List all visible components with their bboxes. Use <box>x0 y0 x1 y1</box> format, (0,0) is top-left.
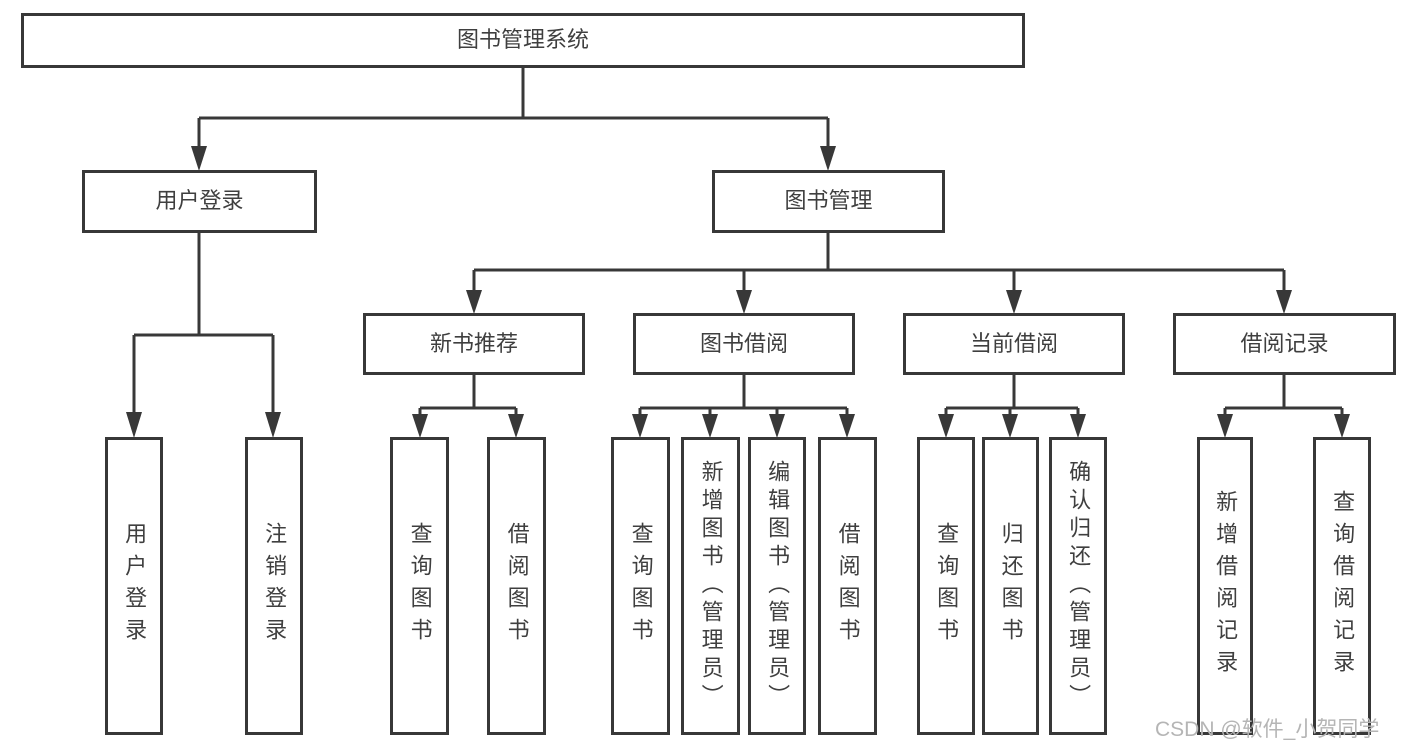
node-leaf-query-borrow-record: 查询借阅记录 <box>1313 437 1371 735</box>
arrowhead-icon <box>1070 414 1086 438</box>
arrowhead-icon <box>191 146 207 171</box>
node-label: 归还图书 <box>998 522 1024 650</box>
node-label: 注销登录 <box>262 522 288 650</box>
arrowhead-icon <box>820 146 836 171</box>
connector-root-to-level2 <box>191 68 836 171</box>
node-leaf-return-book: 归还图书 <box>982 437 1039 735</box>
arrowhead-icon <box>938 414 954 438</box>
arrowhead-icon <box>412 414 428 438</box>
arrowhead-icon <box>736 290 752 314</box>
node-book-borrow: 图书借阅 <box>633 313 855 375</box>
connector-newbook-to-leaves <box>412 375 524 438</box>
node-borrow-record: 借阅记录 <box>1173 313 1396 375</box>
arrowhead-icon <box>1002 414 1018 438</box>
csdn-watermark: CSDN @软件_小贺同学 <box>1155 718 1380 741</box>
node-leaf-borrow-book-1: 借阅图书 <box>487 437 546 735</box>
connector-borrowrecord-to-leaves <box>1217 375 1350 438</box>
node-label: 编辑图书（管理员） <box>765 460 791 712</box>
node-leaf-confirm-return-admin: 确认归还（管理员） <box>1049 437 1107 735</box>
node-leaf-borrow-book-2: 借阅图书 <box>818 437 877 735</box>
node-user-login-group: 用户登录 <box>82 170 317 233</box>
arrowhead-icon <box>1334 414 1350 438</box>
node-label: 借阅图书 <box>504 522 530 650</box>
arrowhead-icon <box>632 414 648 438</box>
arrowhead-icon <box>265 412 281 438</box>
node-leaf-query-book-3: 查询图书 <box>917 437 975 735</box>
node-leaf-user-login: 用户登录 <box>105 437 163 735</box>
arrowhead-icon <box>1217 414 1233 438</box>
node-book-management-group: 图书管理 <box>712 170 945 233</box>
node-label: 查询图书 <box>934 522 960 650</box>
node-label: 新增借阅记录 <box>1213 490 1239 682</box>
node-leaf-add-borrow-record: 新增借阅记录 <box>1197 437 1253 735</box>
node-root: 图书管理系统 <box>21 13 1025 68</box>
connector-bookmgmt-to-groups <box>466 233 1292 314</box>
arrowhead-icon <box>839 414 855 438</box>
connector-userlogin-to-leaves <box>126 233 281 438</box>
node-new-book-recommend: 新书推荐 <box>363 313 585 375</box>
node-leaf-edit-book-admin: 编辑图书（管理员） <box>748 437 806 735</box>
arrowhead-icon <box>1276 290 1292 314</box>
node-leaf-query-book-1: 查询图书 <box>390 437 449 735</box>
node-label: 查询图书 <box>628 522 654 650</box>
arrowhead-icon <box>1006 290 1022 314</box>
node-label: 借阅图书 <box>835 522 861 650</box>
node-label: 查询借阅记录 <box>1330 490 1356 682</box>
node-label: 查询图书 <box>407 522 433 650</box>
node-leaf-logout: 注销登录 <box>245 437 303 735</box>
node-label: 新增图书（管理员） <box>698 460 724 712</box>
arrowhead-icon <box>702 414 718 438</box>
arrowhead-icon <box>508 414 524 438</box>
arrowhead-icon <box>466 290 482 314</box>
connector-bookborrow-to-leaves <box>632 375 855 438</box>
node-label: 用户登录 <box>122 522 148 650</box>
node-label: 确认归还（管理员） <box>1066 460 1092 712</box>
node-current-borrow: 当前借阅 <box>903 313 1125 375</box>
node-leaf-add-book-admin: 新增图书（管理员） <box>681 437 740 735</box>
arrowhead-icon <box>769 414 785 438</box>
arrowhead-icon <box>126 412 142 438</box>
connector-currentborrow-to-leaves <box>938 375 1086 438</box>
node-leaf-query-book-2: 查询图书 <box>611 437 670 735</box>
